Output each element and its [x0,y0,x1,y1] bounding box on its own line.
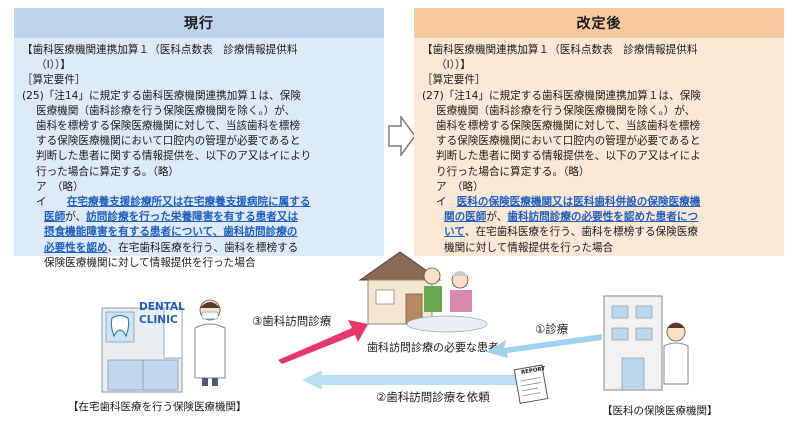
text: が、 [486,211,508,224]
highlight: 在宅療養支援診療所又は在宅療養支援病院に属する [66,196,311,209]
patient-home-illustration [358,251,488,333]
line: 歯科を標榜する保険医療機関に対して、当該歯科を標榜 [436,120,700,133]
revised-panel-title: 改定後 [414,8,784,38]
highlight: 訪問診療を行った栄養障害を有する患者又は [86,211,299,224]
line: 歯科を標榜する保険医療機関に対して、当該歯科を標榜 [36,120,300,133]
step3-label: ③歯科訪問診療 [252,314,332,328]
item-i-line: いて、在宅歯科医療を行う、歯科を標榜する保険医療 [422,225,776,240]
highlight: 歯科訪問診療の必要性を認めた患者につ [507,211,699,224]
highlight: 摂食機能障害を有する患者について、歯科訪問診療の [44,226,298,239]
line: り行った場合に算定する。（略） [436,165,590,178]
dental-institution-caption: 【在宅歯科医療を行う保険医療機関】 [68,401,247,413]
item-i-line: 関の医師が、歯科訪問診療の必要性を認めた患者につ [422,210,776,225]
line: 【歯科医療機関連携加算１（医科点数表 診療情報提供料 [422,44,698,56]
text: 、在宅歯科医療を行う、歯科を標榜する保険医療 [464,226,698,239]
revised-panel-body: 【歯科医療機関連携加算１（医科点数表 診療情報提供料 （Ⅰ））】 ［算定要件］ … [414,38,784,256]
item-i-line: イ 医科の保険医療機関又は医科歯科併設の保険医療機 [422,195,776,210]
line: 【歯科医療機関連携加算１（医科点数表 診療情報提供料 [22,44,298,56]
item-i-line: 保険医療機関に対して情報提供を行った場合 [44,256,256,269]
revised-panel: 改定後 【歯科医療機関連携加算１（医科点数表 診療情報提供料 （Ⅰ））】 ［算定… [414,8,784,256]
line: （Ⅰ））】 [36,59,71,72]
dentist-icon [194,299,226,386]
line: (27)「注14」に規定する歯科医療機関連携加算１は、保険 [422,89,701,102]
line: 判断した患者に関する情報提供を、以下のア又はイによ [436,150,701,163]
line: ア （略） [436,180,484,193]
right-arrow-icon [388,116,416,156]
item-i-marker: イ [436,196,447,209]
item-i-line: 医師が、訪問診療を行った栄養障害を有する患者又は [22,210,376,225]
item-i-line: イ 在宅療養支援診療所又は在宅療養支援病院に属する [22,195,376,210]
line: （Ⅰ））】 [436,59,471,72]
step1-label: ①診療 [535,322,569,336]
step2-label: ②歯科訪問診療を依頼 [376,390,490,404]
medical-institution-caption: 【医科の保険医療機関】 [602,405,718,417]
current-panel-title: 現行 [14,8,384,38]
arrow-consultation-icon [486,334,602,358]
highlight: 医科の保険医療機関又は医科歯科併設の保険医療機 [456,196,701,209]
item-i-line: 摂食機能障害を有する患者について、歯科訪問診療の [22,225,376,240]
current-panel-body: 【歯科医療機関連携加算１（医科点数表 診療情報提供料 （Ⅰ））】 ［算定要件］ … [14,38,384,271]
arrow-visit-icon [278,320,368,364]
text: が、 [65,211,87,224]
line: ［算定要件］ [22,74,86,87]
item-i-line: 必要性を認め、在宅歯科医療を行う、歯科を標榜する [22,241,376,256]
line: 判断した患者に関する情報提供を、以下のア又はイにより [36,150,312,163]
text: 、在宅歯科医療を行う、歯科を標榜する [107,241,299,254]
patient-caption: 歯科訪問診療の必要な患者 [367,341,499,354]
highlight: いて [444,226,465,239]
line: (25)「注14」に規定する歯科医療機関連携加算１は、保険 [22,89,301,102]
medical-institution-illustration [603,295,689,391]
report-document-icon [513,364,549,404]
highlight: 必要性を認め [44,241,108,254]
arrow-request-icon [302,370,528,390]
item-i-line: 機関に対して情報提供を行った場合 [444,241,614,254]
current-panel: 現行 【歯科医療機関連携加算１（医科点数表 診療情報提供料 （Ⅰ））】 ［算定要… [14,8,384,269]
line: 医療機関（歯科診療を行う保険医療機関を除く。）が、 [36,104,296,117]
line: する保険医療機関において口腔内の管理が必要であると [36,135,301,148]
clinic-sign-line2: CLINIC [139,314,178,326]
line: ア （略） [36,180,84,193]
highlight: 医師 [44,211,66,224]
clinic-sign-line1: DENTAL [139,301,185,313]
line: 医療機関（歯科診療を行う保険医療機関を除く。）が、 [436,104,696,117]
dental-clinic-illustration [101,307,183,393]
highlight: 関の医師 [444,211,487,224]
line: 行った場合に算定する。（略） [36,165,180,178]
line: する保険医療機関において口腔内の管理が必要であると [436,135,701,148]
line: ［算定要件］ [422,74,486,87]
item-i-marker: イ [36,196,47,209]
